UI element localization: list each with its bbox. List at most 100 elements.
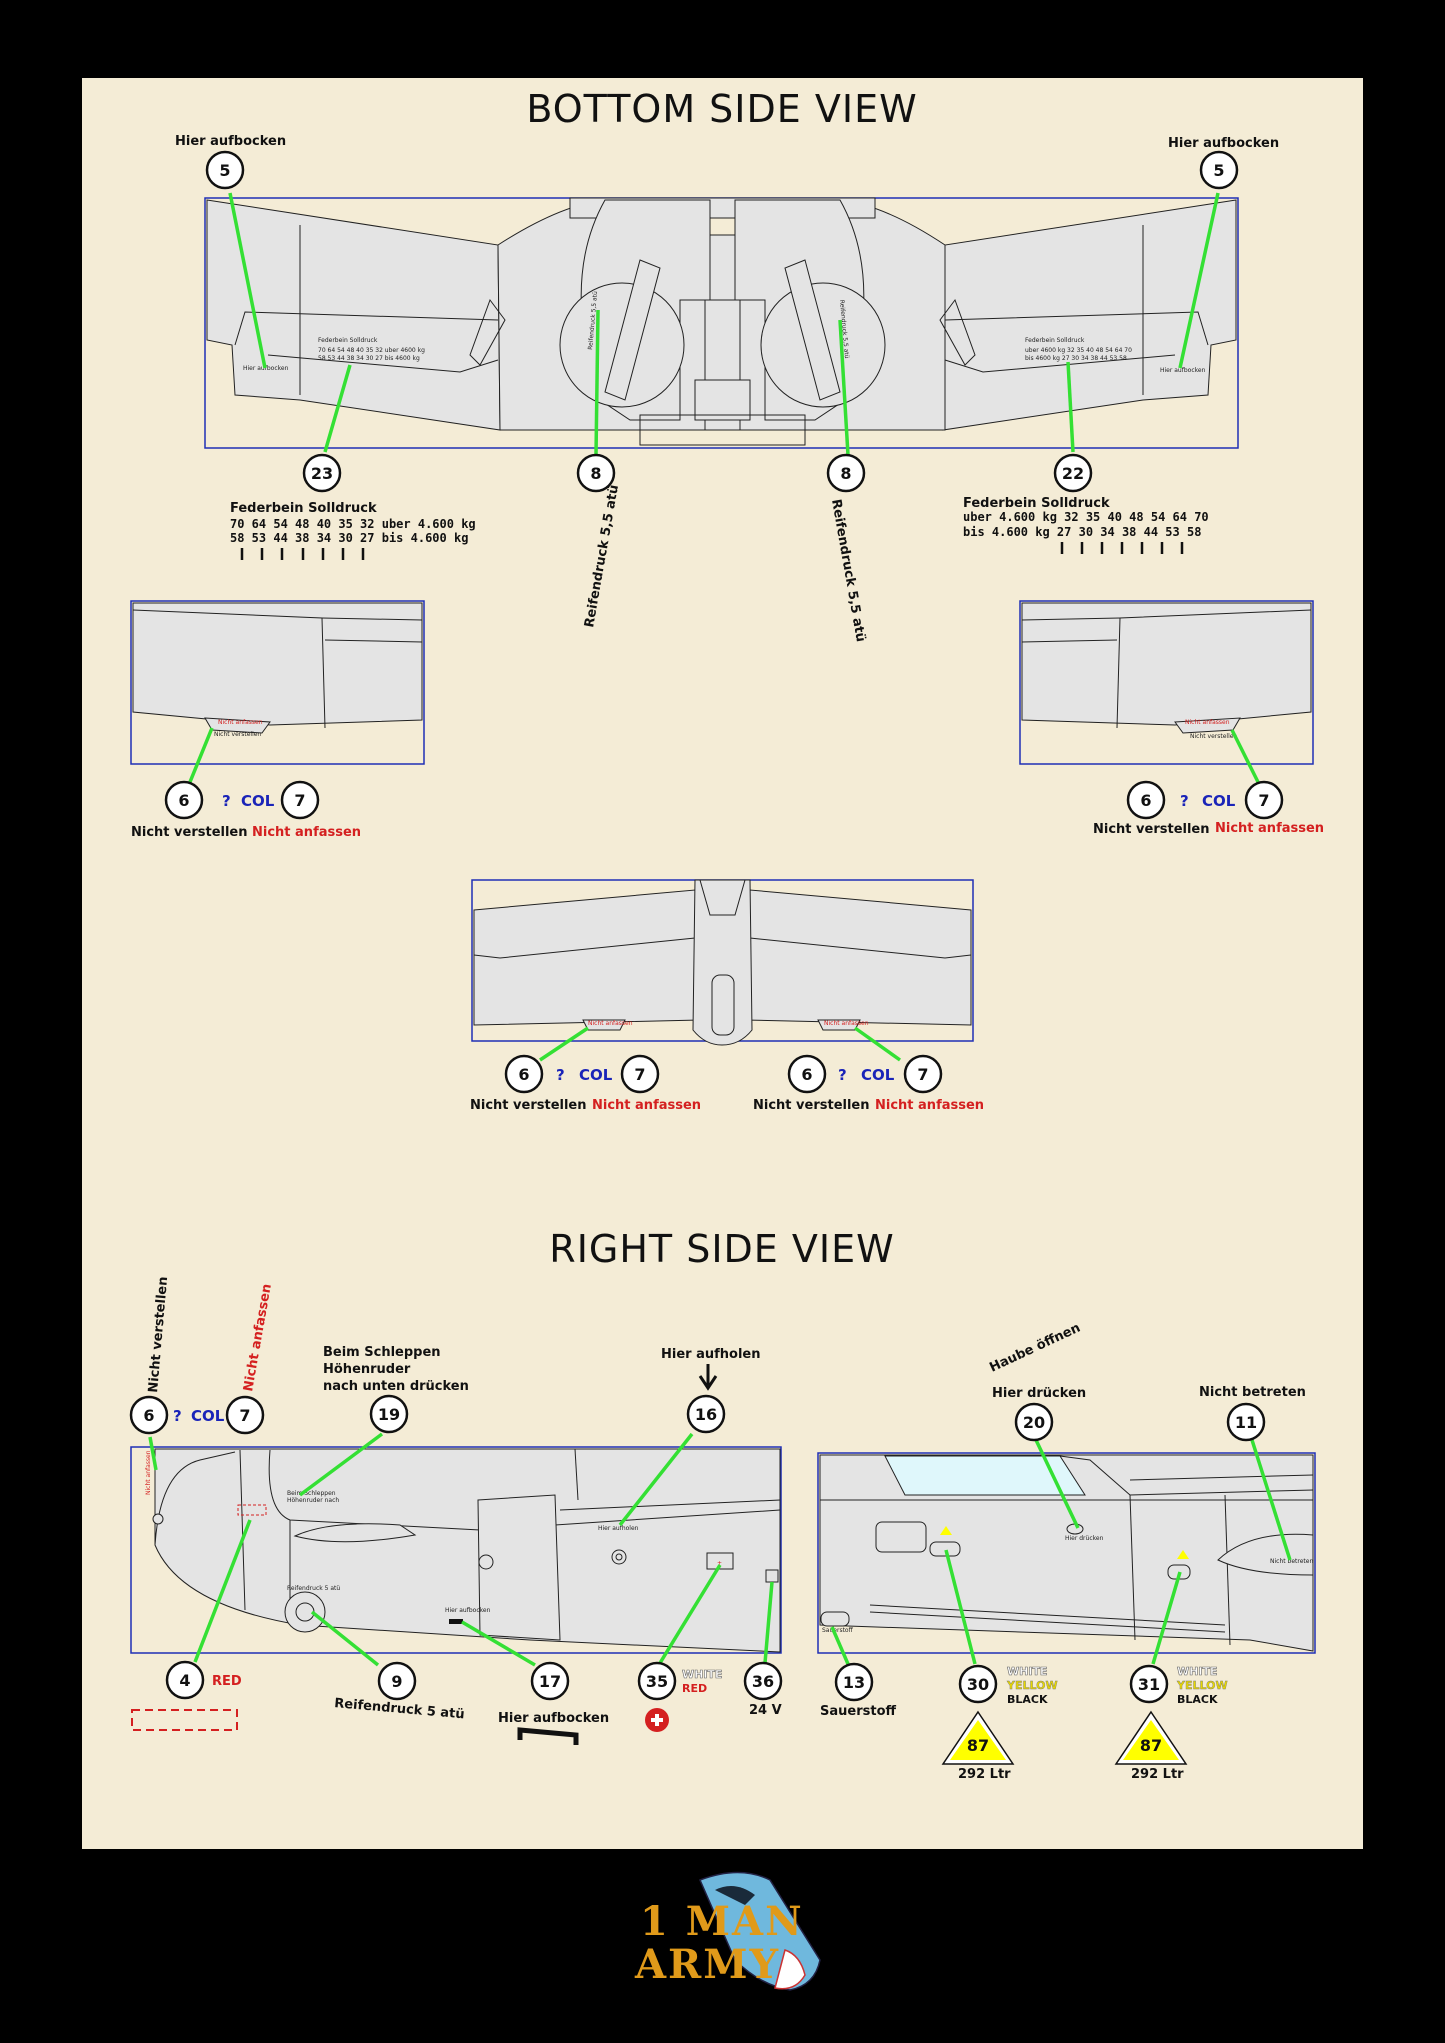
nicht-betreten-label: Nicht betreten: [1199, 1385, 1306, 1400]
svg-text:6: 6: [518, 1065, 529, 1084]
hier-aufholen-label: Hier aufholen: [661, 1347, 761, 1362]
svg-text:11: 11: [1235, 1413, 1257, 1432]
marker-7-tail-left: 7: [620, 1054, 660, 1094]
yellow-label-30: YELLOW: [1006, 1679, 1058, 1692]
marker-7-aileron-left: 7: [280, 780, 320, 820]
leader-6-side: [148, 1436, 158, 1471]
marker-13: 13: [834, 1662, 874, 1702]
marker-31: 31: [1129, 1664, 1169, 1704]
beim-schleppen-label: Beim Schleppen: [323, 1345, 441, 1360]
marker-19: 19: [369, 1394, 409, 1434]
leader-11: [1250, 1439, 1292, 1561]
svg-text:7: 7: [1258, 791, 1269, 810]
nicht-anfassen-label: Nicht anfassen: [252, 825, 361, 840]
leader-4: [193, 1519, 252, 1663]
svg-text:Höhenruder nach: Höhenruder nach: [287, 1497, 339, 1504]
leader-30: [944, 1549, 977, 1665]
svg-text:7: 7: [634, 1065, 645, 1084]
svg-text:Nicht anfassen: Nicht anfassen: [592, 1098, 701, 1113]
fuel-triangle-left: 87: [941, 1710, 1015, 1765]
leader-6-aileron-left: [188, 727, 214, 783]
leader-7-tail: [853, 1026, 902, 1062]
yellow-label-31: YELLOW: [1176, 1679, 1228, 1692]
marker-36: 36: [743, 1661, 783, 1701]
svg-text:bis 4600 kg 27 30 34 38 44 53: bis 4600 kg 27 30 34 38 44 53 58: [1025, 355, 1127, 362]
red-label-35: RED: [682, 1682, 707, 1695]
marker-6-aileron-left: 6: [164, 780, 204, 820]
black-label-30: BLACK: [1007, 1693, 1048, 1706]
hier-aufbocken-side-label: Hier aufbocken: [498, 1711, 609, 1726]
marker-8-right: 8: [826, 453, 866, 493]
marker-6-aileron-right: 6: [1126, 780, 1166, 820]
svg-text:8: 8: [840, 464, 851, 483]
marker-5-left: 5: [205, 150, 245, 190]
svg-text:Nicht verstellen: Nicht verstellen: [214, 731, 261, 738]
svg-text:Nicht verstellen: Nicht verstellen: [753, 1098, 870, 1113]
svg-text:Federbein Solldruck: Federbein Solldruck: [318, 337, 378, 344]
svg-text:5: 5: [219, 161, 230, 180]
svg-text:7: 7: [239, 1406, 250, 1425]
reifendruck-right-label: Reifendruck 5,5 atü: [828, 498, 868, 643]
fuel-triangle-right: 87: [1114, 1710, 1188, 1765]
reifendruck-left-label: Reifendruck 5,5 atü: [582, 484, 622, 629]
marker-22: 22: [1053, 453, 1093, 493]
leader-9: [310, 1610, 380, 1667]
logo-line2: ARMY: [634, 1941, 780, 1988]
nicht-verstellen-label: Nicht verstellen: [1093, 822, 1210, 837]
marker-11: 11: [1226, 1402, 1266, 1442]
svg-text:Hier drücken: Hier drücken: [1065, 1535, 1104, 1542]
white-label-31: WHITE: [1177, 1665, 1217, 1678]
liters-label-left: 292 Ltr: [958, 1767, 1011, 1782]
leader-7-aileron-right: [1230, 729, 1260, 783]
marker-8-left: 8: [576, 453, 616, 493]
marker-6-tail-right: 6: [787, 1054, 827, 1094]
tail-right-markers: 6 ? COL 7 Nicht verstellen Nicht anfasse…: [753, 1054, 984, 1113]
bottom-view-title: BOTTOM SIDE VIEW: [526, 87, 917, 131]
svg-text:?: ?: [173, 1407, 182, 1425]
svg-text:36: 36: [752, 1672, 774, 1691]
svg-text:COL: COL: [241, 792, 275, 810]
svg-text:16: 16: [695, 1405, 717, 1424]
federbein-left-row1: 70 64 54 48 40 35 32 uber 4.600 kg: [230, 517, 476, 531]
svg-text:30: 30: [967, 1675, 989, 1694]
svg-text:Nicht anfassen: Nicht anfassen: [588, 1020, 633, 1027]
svg-text:5: 5: [1213, 161, 1224, 180]
marker-6-side: 6: [129, 1395, 169, 1435]
svg-text:22: 22: [1062, 464, 1084, 483]
bottom-wing-panel: Federbein Solldruck 70 64 54 48 40 35 32…: [204, 197, 1239, 449]
svg-text:COL: COL: [579, 1066, 613, 1084]
leader-8-left: [594, 309, 600, 456]
svg-text:87: 87: [1140, 1736, 1162, 1755]
leader-5-right: [1178, 192, 1220, 369]
leader-16: [618, 1432, 694, 1527]
federbein-right-row2: bis 4.600 kg 27 30 34 38 44 53 58: [963, 525, 1201, 539]
svg-text:Beim Schleppen: Beim Schleppen: [287, 1490, 336, 1497]
aileron-right-panel: Nicht anfassen Nicht verstellen: [1019, 600, 1314, 765]
marker-7-tail-right: 7: [903, 1054, 943, 1094]
hier-druecken-label: Hier drücken: [992, 1386, 1086, 1401]
marker-16: 16: [686, 1394, 726, 1434]
svg-text:?: ?: [1180, 792, 1189, 810]
down-arrow-icon: [698, 1364, 718, 1391]
red-label: RED: [212, 1674, 242, 1689]
svg-text:Nicht betreten: Nicht betreten: [1270, 1558, 1313, 1565]
svg-text:6: 6: [143, 1406, 154, 1425]
black-label-31: BLACK: [1177, 1693, 1218, 1706]
svg-text:58 53 44 38 34 30 27 bis 4600: 58 53 44 38 34 30 27 bis 4600 kg: [318, 355, 420, 362]
liters-label-right: 292 Ltr: [1131, 1767, 1184, 1782]
hier-aufbocken-right-label: Hier aufbocken: [1168, 136, 1279, 151]
leader-8-right: [838, 319, 850, 456]
svg-text:23: 23: [311, 464, 333, 483]
white-label: WHITE: [682, 1668, 722, 1681]
svg-text:17: 17: [539, 1672, 561, 1691]
svg-text:?: ?: [222, 792, 231, 810]
side-col-markers: 6 ? COL 7: [129, 1395, 265, 1435]
leader-35: [658, 1564, 722, 1664]
svg-text:9: 9: [391, 1672, 402, 1691]
svg-text:13: 13: [843, 1673, 865, 1692]
svg-text:Nicht anfassen: Nicht anfassen: [875, 1098, 984, 1113]
marker-6-tail-left: 6: [504, 1054, 544, 1094]
svg-text:Hier aufbocken: Hier aufbocken: [1160, 367, 1206, 374]
logo-line1: 1 MAN: [640, 1898, 804, 1945]
leader-6-tail: [539, 1026, 589, 1062]
